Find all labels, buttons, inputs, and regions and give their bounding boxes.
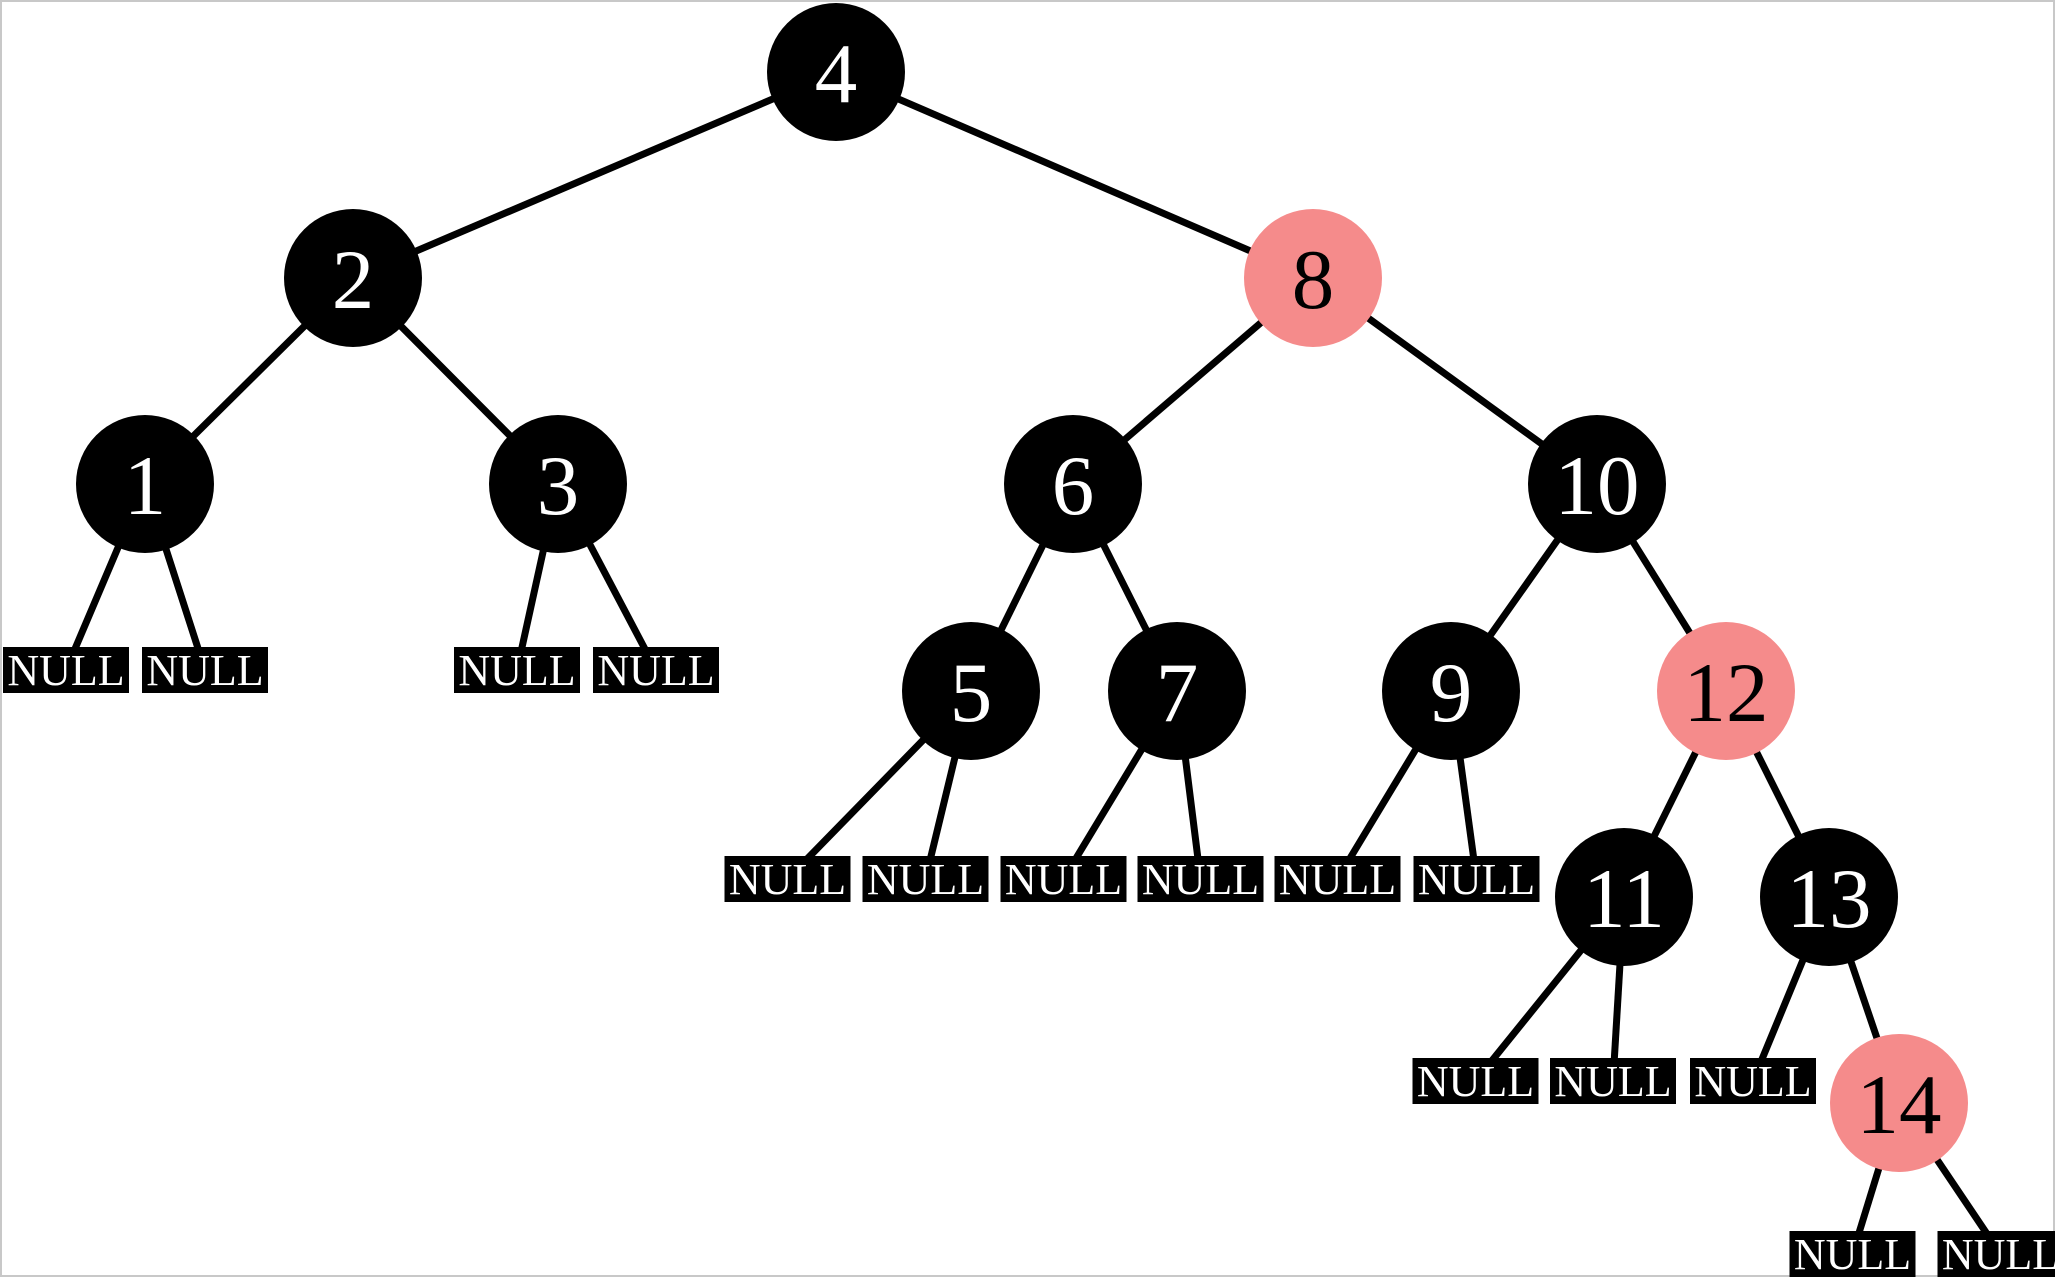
null-box (1690, 1058, 1816, 1104)
node-circle-black (1528, 415, 1666, 553)
null-leaf: NULL (1413, 855, 1540, 904)
node-label: 5 (950, 646, 993, 740)
tree-node-2: 2 (284, 209, 422, 347)
null-label: NULL (146, 646, 263, 695)
node-label: 6 (1052, 439, 1095, 533)
node-circle-black (1555, 828, 1693, 966)
tree-node-5: 5 (902, 622, 1040, 760)
tree-node-12: 12 (1657, 622, 1795, 760)
node-circle-black (1760, 828, 1898, 966)
node-circle-black (284, 209, 422, 347)
tree-node-6: 6 (1004, 415, 1142, 553)
null-box (1000, 856, 1127, 902)
null-leaf: NULL (3, 646, 129, 695)
node-label: 14 (1857, 1058, 1942, 1152)
null-box (1137, 856, 1264, 902)
null-box (1274, 856, 1401, 902)
null-leaf: NULL (1274, 855, 1401, 904)
null-box (1550, 1058, 1676, 1104)
null-box (1413, 856, 1540, 902)
null-label: NULL (1942, 1230, 2055, 1277)
null-box (454, 647, 580, 693)
node-circle-red (1830, 1034, 1968, 1172)
null-leaf: NULL (724, 855, 851, 904)
node-label: 8 (1292, 233, 1335, 327)
node-circle-black (76, 415, 214, 553)
null-label: NULL (458, 646, 575, 695)
null-label: NULL (1142, 855, 1259, 904)
null-label: NULL (597, 646, 714, 695)
tree-node-3: 3 (489, 415, 627, 553)
tree-node-13: 13 (1760, 828, 1898, 966)
null-box (593, 647, 719, 693)
node-circle-black (1382, 622, 1520, 760)
null-leaf: NULL (142, 646, 268, 695)
tree-edge-4-8 (834, 68, 1315, 282)
node-label: 4 (815, 27, 858, 121)
null-label: NULL (867, 855, 984, 904)
null-label: NULL (1694, 1057, 1811, 1106)
node-label: 3 (537, 439, 580, 533)
tree-node-9: 9 (1382, 622, 1520, 760)
null-box (724, 856, 851, 902)
node-label: 2 (332, 233, 375, 327)
null-leaf: NULL (1690, 1057, 1816, 1106)
node-label: 9 (1430, 646, 1473, 740)
node-circle-red (1657, 622, 1795, 760)
tree-node-10: 10 (1528, 415, 1666, 553)
null-label: NULL (7, 646, 124, 695)
tree-node-8: 8 (1244, 209, 1382, 347)
tree-node-7: 7 (1108, 622, 1246, 760)
null-leaf: NULL (1137, 855, 1264, 904)
null-leaf: NULL (1412, 1057, 1539, 1106)
null-label: NULL (1554, 1057, 1671, 1106)
node-circle-black (767, 3, 905, 141)
null-box (1789, 1231, 1916, 1277)
null-leaf: NULL (1550, 1057, 1676, 1106)
node-label: 1 (124, 439, 167, 533)
null-label: NULL (1005, 855, 1122, 904)
null-box (1937, 1231, 2055, 1277)
null-box (1412, 1058, 1539, 1104)
node-circle-black (1004, 415, 1142, 553)
null-label: NULL (1417, 1057, 1534, 1106)
node-circle-black (1108, 622, 1246, 760)
null-leaf: NULL (454, 646, 580, 695)
node-label: 10 (1555, 439, 1640, 533)
node-label: 7 (1156, 646, 1199, 740)
null-label: NULL (1418, 855, 1535, 904)
tree-edge-4-2 (351, 68, 838, 282)
node-label: 13 (1787, 852, 1872, 946)
node-circle-black (489, 415, 627, 553)
tree-node-4: 4 (767, 3, 905, 141)
null-label: NULL (729, 855, 846, 904)
null-label: NULL (1279, 855, 1396, 904)
null-leaf: NULL (1789, 1230, 1916, 1277)
node-label: 12 (1684, 646, 1769, 740)
null-leaf: NULL (862, 855, 989, 904)
null-box (3, 647, 129, 693)
null-leaf: NULL (1000, 855, 1127, 904)
node-label: 11 (1583, 852, 1665, 946)
tree-node-11: 11 (1555, 828, 1693, 966)
tree-node-1: 1 (76, 415, 214, 553)
null-box (142, 647, 268, 693)
tree-node-14: 14 (1830, 1034, 1968, 1172)
node-circle-red (1244, 209, 1382, 347)
null-leaf: NULL (1937, 1230, 2055, 1277)
null-box (862, 856, 989, 902)
null-leaf: NULL (593, 646, 719, 695)
node-circle-black (902, 622, 1040, 760)
null-label: NULL (1794, 1230, 1911, 1277)
